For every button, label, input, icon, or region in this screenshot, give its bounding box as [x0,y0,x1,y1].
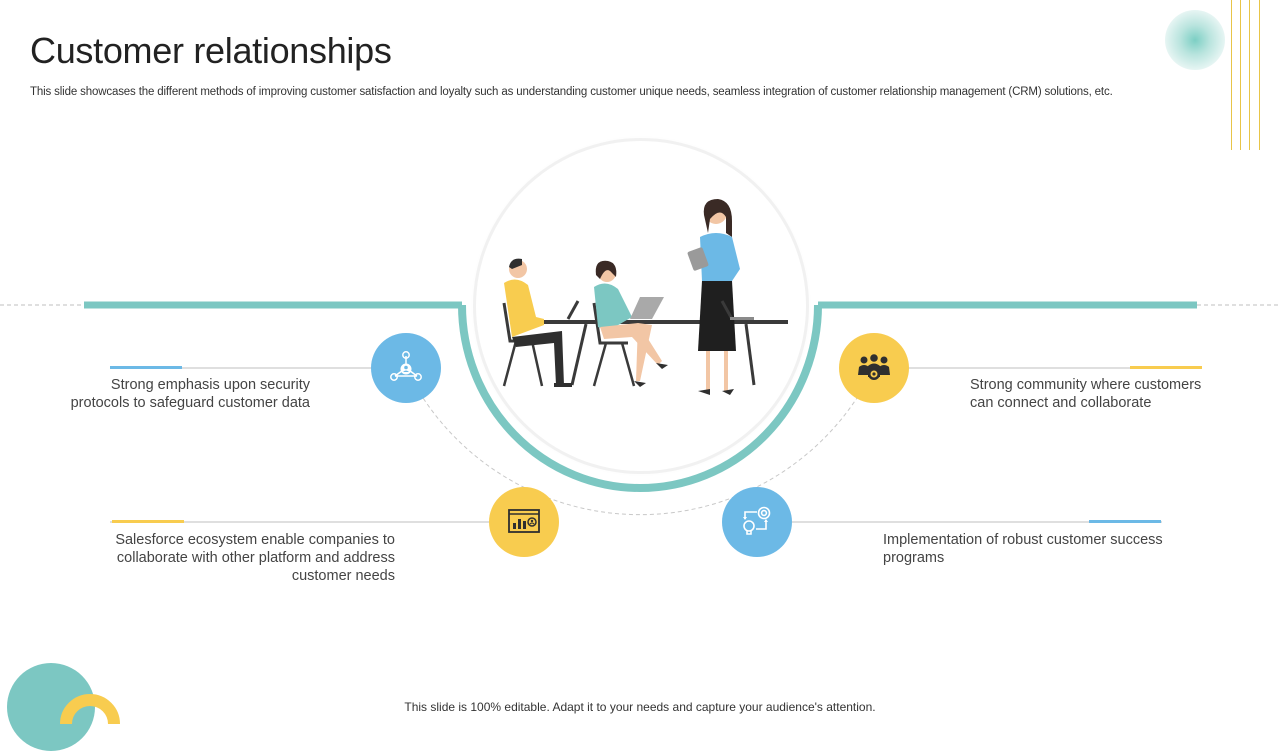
footer-note: This slide is 100% editable. Adapt it to… [404,700,876,714]
accent-bar-3 [112,520,184,523]
central-illustration [476,141,806,471]
accent-bar-2 [1130,366,1202,369]
point-text-ecosystem: Salesforce ecosystem enable companies to… [115,532,395,584]
community-group-icon [858,354,890,380]
point-text-community: Strong community where customers can con… [970,377,1202,411]
idea-target-icon-circle [722,487,792,557]
dashboard-analytics-icon-circle [489,487,559,557]
accent-bar-4 [1089,520,1161,523]
idea-target-icon [743,506,771,535]
point-text-security: Strong emphasis upon security protocols … [70,377,310,411]
team-meeting-illustration [502,199,788,395]
dashboard-analytics-icon [508,509,540,533]
community-group-icon-circle [839,333,909,403]
page-title: Customer relationships [30,30,392,71]
network-security-icon-circle [371,333,441,403]
page-subtitle: This slide showcases the different metho… [30,86,1113,98]
decor-yellow-arc [60,694,120,724]
point-text-success-programs: Implementation of robust customer succes… [883,532,1163,566]
accent-bar-1 [110,366,182,369]
decor-glow-circle [1165,10,1225,70]
network-security-icon [390,351,422,381]
